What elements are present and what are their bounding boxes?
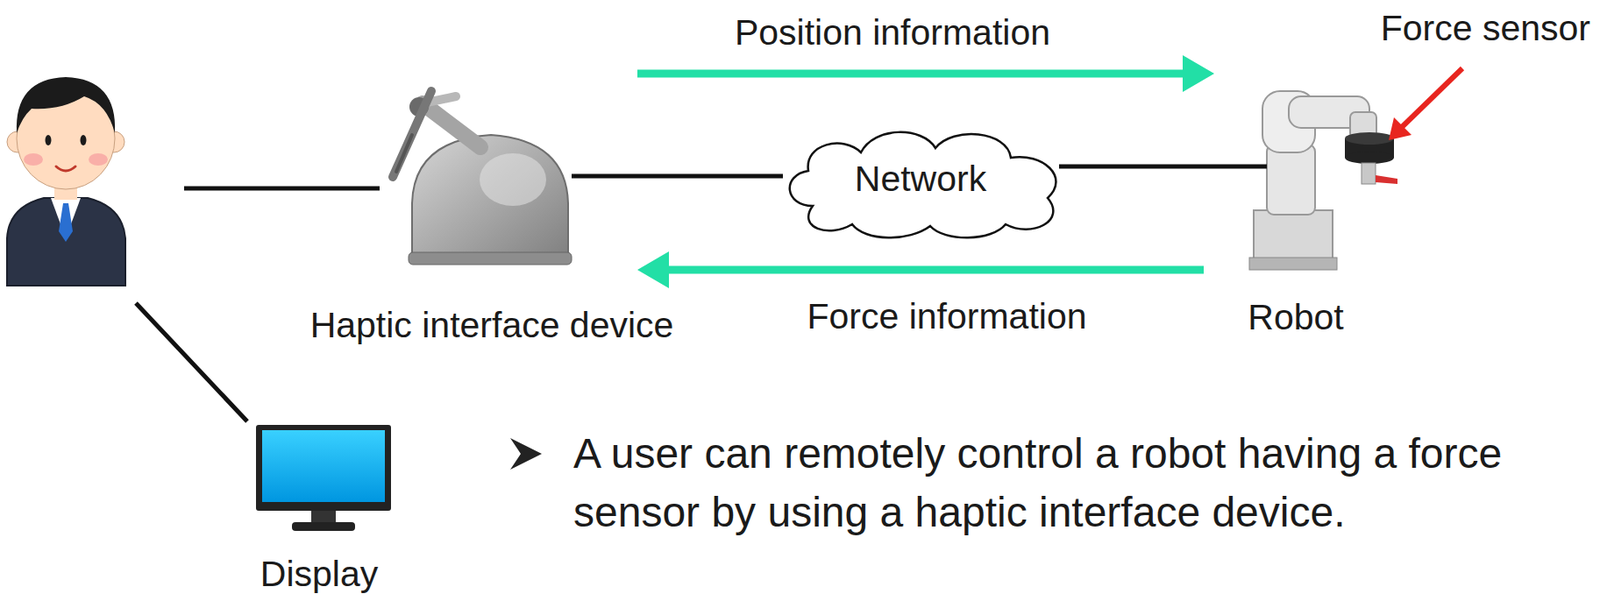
display-figure [256, 425, 392, 532]
cloud-label-holder: Network [854, 159, 987, 200]
network-link [1059, 166, 1267, 168]
user-wire [135, 303, 248, 422]
haptic-device-figure [392, 91, 572, 265]
edge-label-holder: Position information [734, 13, 1051, 54]
robot-node: Robot [1250, 86, 1400, 271]
callout-label: Force sensor [1380, 8, 1591, 50]
node-label: Display [260, 554, 378, 596]
node-label: Robot [1247, 298, 1344, 339]
user-figure [7, 77, 126, 286]
user-wire [184, 186, 380, 192]
cloud-label: Network [854, 159, 987, 200]
node-label-holder: Display [260, 554, 378, 596]
edge-label: Force information [806, 297, 1087, 338]
bullet-symbol [510, 438, 542, 470]
device-node: Haptic interface device [383, 86, 572, 266]
robot-figure [1249, 91, 1398, 271]
display-node: Display [253, 423, 393, 536]
bullet-text: A user can remotely control a robot havi… [573, 424, 1565, 542]
node-label: Haptic interface device [310, 305, 675, 347]
bullet-text-holder: A user can remotely control a robot havi… [573, 424, 1565, 542]
flow-arrow [637, 251, 1204, 289]
edge-label: Position information [734, 13, 1051, 54]
edge-label-holder: Force information [806, 297, 1087, 338]
node-label-holder: Robot [1247, 298, 1344, 339]
flow-arrow [637, 55, 1215, 93]
network-cloud: Network [777, 122, 1072, 241]
node-label-holder: Haptic interface device [310, 305, 675, 347]
network-link [571, 176, 783, 178]
leader-arrow [1388, 68, 1463, 141]
callout-label-holder: Force sensor [1380, 8, 1591, 50]
